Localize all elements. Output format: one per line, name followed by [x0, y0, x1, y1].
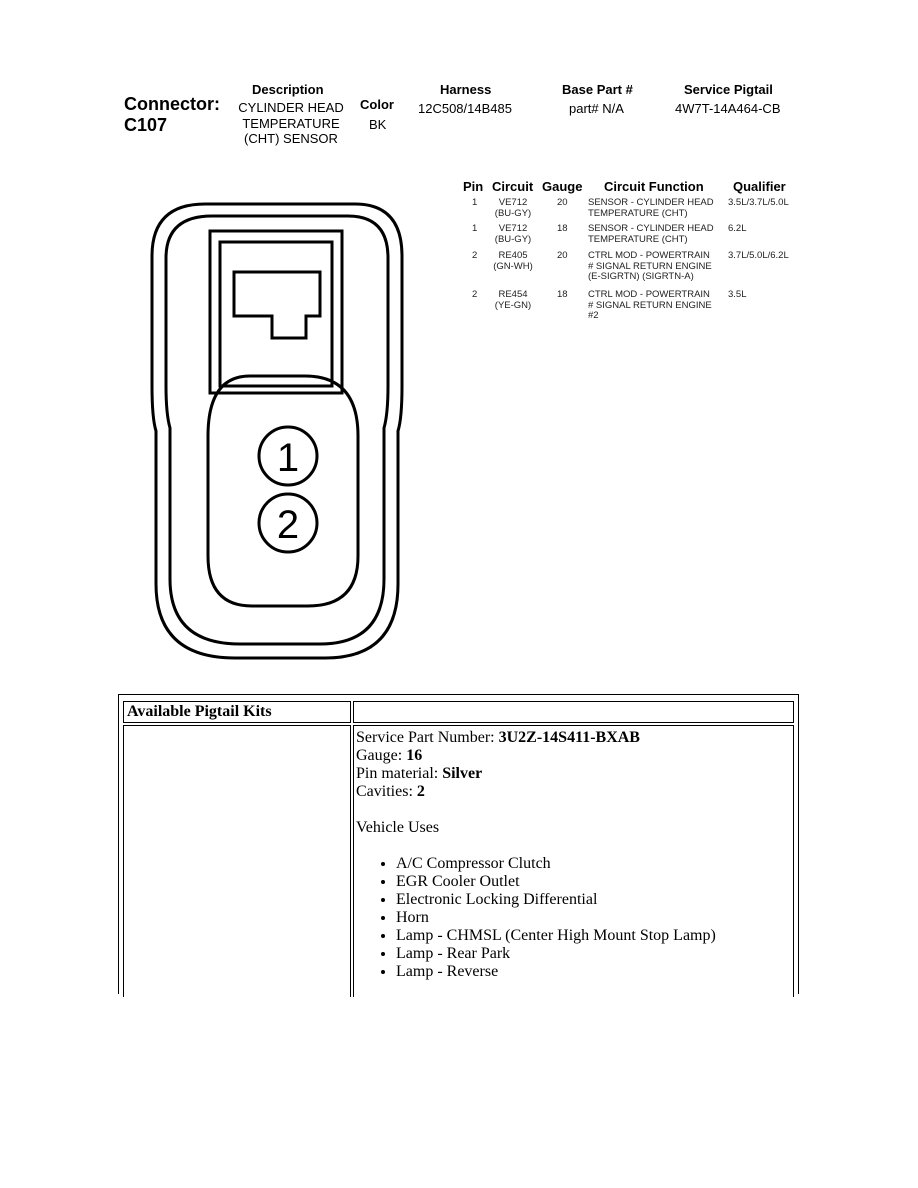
pin-1-circle [257, 425, 319, 487]
circuit-id: VE712 [498, 223, 528, 234]
description-line: CYLINDER HEAD [238, 100, 344, 115]
description-line: TEMPERATURE [242, 115, 340, 131]
function-cell: CTRL MOD - POWERTRAIN # SIGNAL RETURN EN… [588, 250, 712, 283]
kits-title-cell: Available Pigtail Kits [123, 701, 351, 723]
function-line: TEMPERATURE (CHT) [588, 233, 688, 245]
pigtail-kits-table: Available Pigtail Kits Service Part Numb… [118, 694, 799, 997]
qualifier-cell: 3.5L/3.7L/5.0L [728, 197, 789, 208]
service-pigtail-header: Service Pigtail [684, 82, 773, 97]
vehicle-use-item: A/C Compressor Clutch [396, 855, 786, 873]
color-header: Color [360, 97, 394, 112]
description-value: CYLINDER HEAD TEMPERATURE (CHT) SENSOR [226, 100, 356, 147]
gauge-line: Gauge: 16 [356, 747, 786, 765]
function-cell: SENSOR - CYLINDER HEAD TEMPERATURE (CHT) [588, 197, 714, 219]
pin-cell: 1 [472, 223, 478, 234]
cavities-value: 2 [416, 783, 425, 800]
gauge-col-header: Gauge [542, 179, 583, 194]
description-header: Description [252, 82, 324, 97]
function-line: CTRL MOD - POWERTRAIN [588, 250, 710, 261]
circuit-color: (BU-GY) [494, 233, 532, 245]
circuit-col-header: Circuit [492, 179, 534, 194]
gauge-cell: 18 [557, 223, 568, 234]
pin-col-header: Pin [463, 179, 484, 194]
function-line: TEMPERATURE (CHT) [588, 207, 688, 219]
service-pigtail-value: 4W7T-14A464-CB [675, 101, 781, 116]
connector-diagram: 1 2 [150, 202, 404, 660]
pin-material-value: Silver [442, 765, 483, 782]
kits-header-empty-cell [353, 701, 794, 723]
service-part-line: Service Part Number: 3U2Z-14S411-BXAB [356, 729, 786, 747]
color-value: BK [369, 117, 387, 132]
pin-cell: 2 [472, 289, 478, 300]
circuit-color: (YE-GN) [494, 299, 532, 311]
pin-cell: 1 [472, 197, 478, 208]
gauge-value: 16 [406, 747, 423, 764]
housing-inner-outline [164, 214, 390, 646]
description-line: (CHT) SENSOR [244, 131, 338, 146]
function-cell: CTRL MOD - POWERTRAIN # SIGNAL RETURN EN… [588, 289, 712, 322]
vehicle-use-item: Lamp - CHMSL (Center High Mount Stop Lam… [396, 927, 786, 945]
qualifier-cell: 3.5L [728, 289, 747, 300]
function-col-header: Circuit Function [604, 179, 704, 194]
housing-outer-outline [150, 202, 404, 660]
function-line: CTRL MOD - POWERTRAIN [588, 289, 710, 300]
vehicle-use-item: Lamp - Rear Park [396, 945, 786, 963]
harness-value: 12C508/14B485 [418, 101, 512, 116]
function-line: # SIGNAL RETURN ENGINE [588, 299, 712, 311]
function-line: SENSOR - CYLINDER HEAD [588, 197, 714, 208]
pin-cavity-outline [206, 374, 360, 608]
pin-2-label: 2 [277, 503, 299, 547]
circuit-cell: VE712 (BU-GY) [488, 223, 538, 245]
kits-details-cell: Service Part Number: 3U2Z-14S411-BXAB Ga… [353, 725, 794, 997]
base-part-value: part# N/A [569, 101, 624, 116]
function-line: SENSOR - CYLINDER HEAD [588, 223, 714, 234]
circuit-color: (GN-WH) [493, 260, 533, 272]
connector-label: Connector: [124, 94, 220, 114]
cavities-label: Cavities: [356, 783, 417, 800]
function-line: # SIGNAL RETURN ENGINE [588, 260, 712, 272]
circuit-id: RE454 [498, 289, 528, 300]
function-line: #2 [588, 310, 599, 321]
pin-material-label: Pin material: [356, 765, 443, 782]
pin-cell: 2 [472, 250, 478, 261]
gauge-cell: 20 [557, 250, 568, 261]
gauge-cell: 20 [557, 197, 568, 208]
circuit-color: (BU-GY) [494, 207, 532, 219]
vehicle-use-item: Lamp - Reverse [396, 963, 786, 981]
gauge-cell: 18 [557, 289, 568, 300]
function-line: (E-SIGRTN) (SIGRTN-A) [588, 271, 694, 282]
harness-header: Harness [440, 82, 492, 97]
vehicle-use-item: Electronic Locking Differential [396, 891, 786, 909]
vehicle-use-item: EGR Cooler Outlet [396, 873, 786, 891]
pin-material-line: Pin material: Silver [356, 765, 786, 783]
service-part-value: 3U2Z-14S411-BXAB [498, 729, 640, 746]
latch-frame-inner [218, 240, 334, 388]
connector-id: C107 [124, 115, 168, 135]
vehicle-uses-list: A/C Compressor Clutch EGR Cooler Outlet … [356, 855, 786, 981]
qualifier-col-header: Qualifier [733, 179, 786, 194]
circuit-id: RE405 [498, 250, 528, 261]
service-part-label: Service Part Number: [356, 729, 499, 746]
circuit-cell: RE454 (YE-GN) [488, 289, 538, 311]
pin-2-circle [257, 492, 319, 554]
base-part-header: Base Part # [562, 82, 633, 97]
cavities-line: Cavities: 2 [356, 783, 786, 801]
kits-title: Available Pigtail Kits [127, 703, 272, 720]
circuit-cell: VE712 (BU-GY) [488, 197, 538, 219]
kit-details: Service Part Number: 3U2Z-14S411-BXAB Ga… [356, 729, 786, 981]
gauge-label: Gauge: [356, 747, 407, 764]
vehicle-use-item: Horn [396, 909, 786, 927]
latch-tab [232, 270, 322, 340]
function-cell: SENSOR - CYLINDER HEAD TEMPERATURE (CHT) [588, 223, 714, 245]
latch-frame-outer [208, 229, 344, 395]
circuit-id: VE712 [498, 197, 528, 208]
circuit-cell: RE405 (GN-WH) [488, 250, 538, 272]
vehicle-uses-heading: Vehicle Uses [356, 819, 440, 836]
kits-image-cell [123, 725, 351, 997]
qualifier-cell: 6.2L [728, 223, 747, 234]
qualifier-cell: 3.7L/5.0L/6.2L [728, 250, 789, 261]
pin-1-label: 1 [277, 436, 299, 480]
